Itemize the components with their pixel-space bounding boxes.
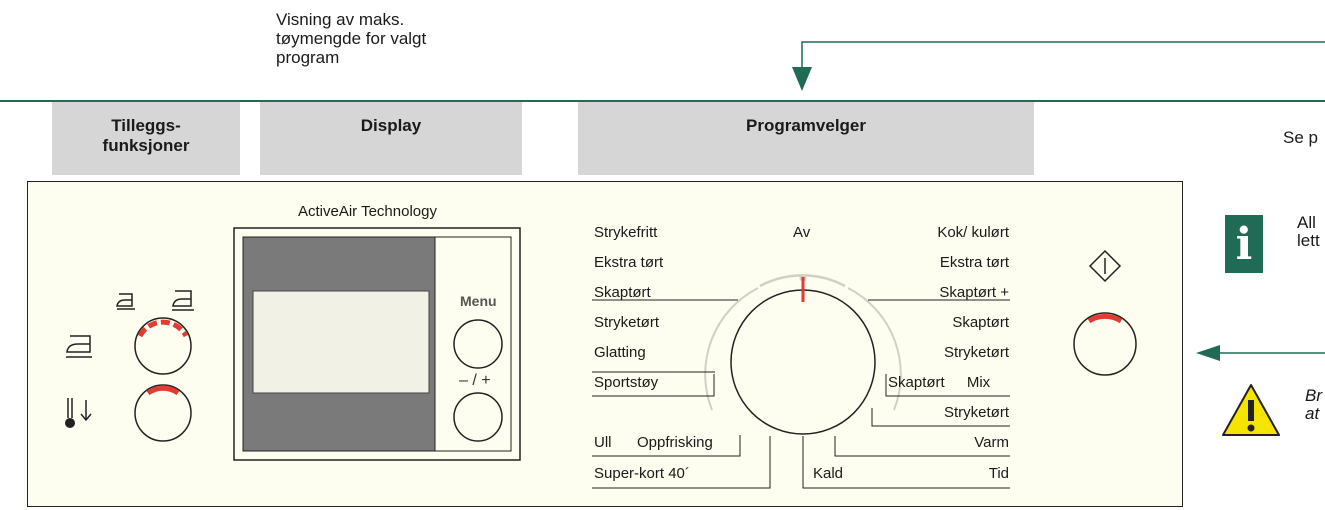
info-text: All lett xyxy=(1297,214,1320,250)
warning-text-line-2: at xyxy=(1305,404,1320,423)
brand-label: ActiveAir Technology xyxy=(298,203,437,220)
header-display: Display xyxy=(260,102,522,175)
menu-button[interactable] xyxy=(451,317,505,371)
minus-plus-label: – / + xyxy=(459,372,491,389)
program-skaptort-right: Skaptørt xyxy=(952,314,1009,331)
program-tid: Tid xyxy=(988,465,1009,482)
program-oppfrisking: Oppfrisking xyxy=(637,434,713,451)
thermometer-down-icon xyxy=(65,398,92,428)
iron-large-icon xyxy=(172,290,194,311)
program-skaptort-left: Skaptørt xyxy=(594,284,651,301)
info-text-line-1: All xyxy=(1297,213,1316,232)
info-icon: i xyxy=(1225,215,1263,273)
program-strykefritt: Strykefritt xyxy=(594,224,658,241)
program-stryketort-lower: Stryketørt xyxy=(943,404,1009,421)
program-stryketort-left: Stryketørt xyxy=(594,314,660,331)
max-load-line-3: program xyxy=(276,48,340,67)
start-button[interactable] xyxy=(1070,309,1140,379)
program-kald: Kald xyxy=(813,465,844,482)
program-kok-kulort: Kok/ kulørt xyxy=(937,224,1009,241)
warning-icon xyxy=(1222,384,1280,436)
program-varm: Varm xyxy=(974,434,1009,451)
max-load-annotation: Visning av maks. tøymengde for valgt pro… xyxy=(276,10,536,67)
program-ekstra-tort-right: Ekstra tørt xyxy=(939,254,1009,271)
program-dial[interactable] xyxy=(731,290,875,434)
info-text-line-2: lett xyxy=(1297,231,1320,250)
program-skaptort-mix: Skaptørt Mix xyxy=(888,374,990,391)
program-skaptort-mix-a: Skaptørt xyxy=(888,374,945,391)
ironing-knob[interactable] xyxy=(132,315,194,377)
header-selector: Programvelger xyxy=(578,102,1034,175)
callout-arrow-top xyxy=(792,41,1325,91)
header-rule xyxy=(0,100,1325,102)
program-dial-graphics xyxy=(592,274,1010,489)
menu-label: Menu xyxy=(460,293,497,309)
callout-arrow-start xyxy=(1196,345,1325,361)
display-screen xyxy=(253,291,429,393)
max-load-line-1: Visning av maks. xyxy=(276,10,405,29)
program-super-kort: Super-kort 40´ xyxy=(594,465,690,482)
header-display-label: Display xyxy=(360,116,422,135)
program-skaptort-plus: Skaptørt + xyxy=(939,284,1009,301)
iron-icon xyxy=(66,335,92,358)
header-selector-label: Programvelger xyxy=(746,116,866,135)
minus-plus-button[interactable] xyxy=(451,390,505,444)
max-load-line-2: tøymengde for valgt xyxy=(276,29,427,48)
program-glatting: Glatting xyxy=(594,344,646,361)
program-stryketort-right: Stryketørt xyxy=(943,344,1009,361)
see-reference: Se p xyxy=(1283,128,1318,147)
program-ekstra-tort-left: Ekstra tørt xyxy=(594,254,664,271)
header-extras: Tilleggs- funksjoner xyxy=(52,102,240,175)
control-panel xyxy=(27,181,1183,507)
program-ull: Ull xyxy=(594,434,612,451)
temperature-knob[interactable] xyxy=(132,382,194,444)
off-label: Av xyxy=(793,224,811,241)
program-skaptort-mix-b: Mix xyxy=(966,374,991,391)
header-extras-line-1: Tilleggs- xyxy=(111,116,181,135)
start-pause-icon xyxy=(1088,249,1122,283)
header-extras-line-2: funksjoner xyxy=(102,136,190,155)
warning-text: Br at xyxy=(1305,387,1322,423)
warning-text-line-1: Br xyxy=(1305,386,1322,405)
program-sportstoy: Sportstøy xyxy=(594,374,659,391)
iron-small-icon xyxy=(116,293,135,310)
